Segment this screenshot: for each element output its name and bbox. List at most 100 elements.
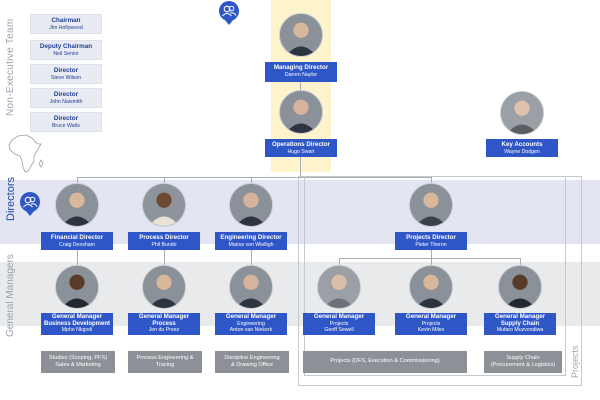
card-title: General Manager	[138, 313, 190, 320]
photo-gm-business-development	[55, 265, 99, 309]
projects-label: Projects	[570, 345, 580, 378]
card-title: Projects Director	[406, 234, 456, 241]
non-executive-label: Non-Executive Team	[5, 18, 16, 116]
card-title: General Manager	[313, 313, 365, 320]
photo-engineering-director	[229, 183, 273, 227]
card-title: General Manager	[225, 313, 277, 320]
gm-process-card: General Manager Process Jen du Preez	[128, 313, 200, 335]
card-name: Marius von Wielligh	[228, 241, 274, 248]
gm-supply-chain-card: General Manager Supply Chain Mufaro Muzv…	[484, 313, 556, 335]
photo-gm-engineering	[229, 265, 273, 309]
non-executive-card-director-wilson: Director Steve Wilson	[30, 64, 102, 84]
card-name: Wayne Dodgen	[504, 148, 540, 155]
financial-director-card: Financial Director Craig Densham	[41, 232, 113, 250]
card-title: General Manager	[405, 313, 457, 320]
key-accounts-card: Key Accounts Wayne Dodgen	[486, 139, 558, 157]
card-dept: Engineering	[237, 320, 265, 327]
function-line: & Drawing Office	[231, 362, 273, 368]
card-dept: Business Development	[43, 320, 111, 327]
function-line: Discipline Engineering	[224, 354, 280, 361]
card-name: Jim Hollywood	[49, 25, 83, 31]
connector-projects-bus	[339, 258, 520, 259]
process-director-card: Process Director Phil Bundo	[128, 232, 200, 250]
non-executive-card-director-naismith: Director John Naismith	[30, 88, 102, 108]
function-line: Tracing	[155, 362, 175, 368]
card-name: Craig Densham	[58, 241, 96, 248]
managing-director-card: Managing Director Darren Naylor	[265, 62, 337, 82]
card-title: Chairman	[51, 17, 81, 24]
function-line: Sales & Marketing	[55, 362, 101, 368]
photo-gm-process	[142, 265, 186, 309]
projects-frame-inner	[304, 176, 566, 376]
card-title: Managing Director	[273, 64, 329, 71]
card-dept: Projects	[421, 320, 441, 327]
card-title: General Manager	[494, 313, 546, 320]
photo-gm-supply-chain	[498, 265, 542, 309]
user-group-icon	[219, 1, 239, 21]
projects-director-card: Projects Director Pieter Theron	[395, 232, 467, 250]
connector-to-process	[164, 177, 165, 183]
card-title: Director	[53, 91, 79, 98]
card-title: Engineering Director	[220, 234, 282, 241]
card-title: Financial Director	[50, 234, 104, 241]
gm-business-development-card: General Manager Business Development Mph…	[41, 313, 113, 335]
function-line: Projects (DFS, Execution & Commissioning…	[330, 358, 440, 365]
connector-proc-gm	[164, 250, 165, 266]
general-managers-label: General Managers	[5, 254, 16, 337]
operations-director-card: Operations Director Hugo Swart	[265, 139, 337, 157]
card-name: Neil Senior	[53, 51, 79, 57]
connector-to-gm-miles	[431, 258, 432, 265]
connector-to-projects	[431, 177, 432, 183]
connector-directors-bus	[77, 177, 431, 178]
user-group-icon	[20, 192, 40, 212]
card-title: General Manager	[51, 313, 103, 320]
non-executive-card-director-watts: Director Bruce Watts	[30, 112, 102, 132]
connector-to-gm-sewell	[339, 258, 340, 265]
card-title: Process Director	[139, 234, 189, 241]
non-executive-card-chairman: Chairman Jim Hollywood	[30, 14, 102, 34]
photo-key-accounts	[500, 91, 544, 135]
photo-gm-projects-sewell	[317, 265, 361, 309]
card-title: Deputy Chairman	[39, 43, 93, 50]
card-name: Phil Bundo	[151, 241, 177, 248]
function-process-engineering: Process Engineering & Tracing	[128, 351, 202, 373]
connector-fin-gm	[77, 250, 78, 266]
card-title: Operations Director	[271, 141, 331, 148]
card-dept: Projects	[329, 320, 349, 327]
card-name: Bruce Watts	[51, 123, 81, 129]
photo-financial-director	[55, 183, 99, 227]
connector-to-gm-supply	[520, 258, 521, 265]
connector-to-financial	[77, 177, 78, 183]
card-name: Hugo Swart	[287, 148, 315, 155]
connector-md-ops	[300, 82, 301, 92]
function-line: Process Engineering &	[136, 354, 194, 361]
function-line: Supply Chain	[506, 354, 540, 361]
directors-label: Directors	[5, 176, 17, 221]
photo-managing-director	[279, 13, 323, 57]
card-name: Darren Naylor	[284, 71, 318, 78]
connector-ops-trunk	[300, 157, 301, 177]
connector-to-engineering	[251, 177, 252, 183]
pin-tail	[224, 19, 234, 25]
function-projects: Projects (DFS, Execution & Commissioning…	[303, 351, 467, 373]
card-name: John Naismith	[49, 99, 83, 105]
photo-operations-director	[279, 90, 323, 134]
card-dept: Supply Chain	[500, 320, 540, 327]
card-name: Mufaro Muzvondiwa	[496, 326, 544, 333]
photo-projects-director	[409, 183, 453, 227]
connector-eng-gm	[251, 250, 252, 266]
card-name: Mpho Nkgodi	[61, 326, 93, 333]
connector-proj-down	[431, 250, 432, 258]
function-supply-chain: Supply Chain (Procurement & Logistics)	[484, 351, 562, 373]
function-line: Studies (Scoping, PFS)	[48, 354, 108, 361]
photo-gm-projects-miles	[409, 265, 453, 309]
gm-projects-sewell-card: General Manager Projects Geoff Sewell	[303, 313, 375, 335]
pin-tail	[25, 210, 35, 216]
function-discipline-engineering: Discipline Engineering & Drawing Office	[215, 351, 289, 373]
card-title: Key Accounts	[501, 141, 543, 148]
card-name: Kevin Miles	[417, 326, 445, 333]
card-name: Geoff Sewell	[324, 326, 354, 333]
card-title: Director	[53, 67, 79, 74]
card-dept: Process	[152, 320, 176, 327]
gm-projects-miles-card: General Manager Projects Kevin Miles	[395, 313, 467, 335]
